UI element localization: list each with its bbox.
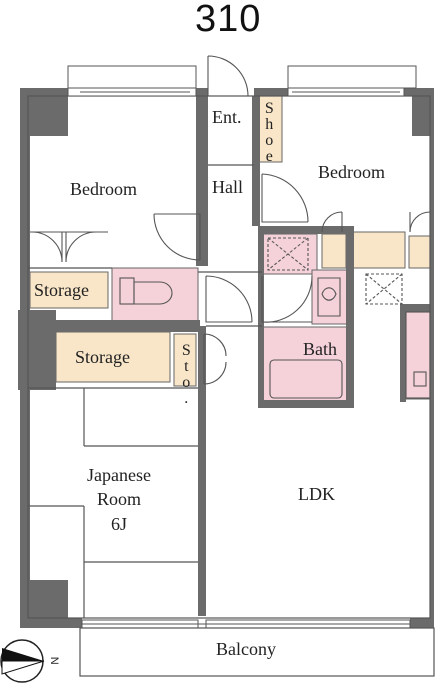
room-label-bedroom-left: Bedroom	[70, 179, 137, 199]
bathtub	[269, 359, 343, 399]
room-label-hall: Hall	[212, 177, 243, 197]
room-label-balcony: Balcony	[216, 639, 276, 659]
balcony-outline	[79, 627, 435, 677]
room-label-storage-upper: Storage	[34, 280, 89, 300]
room-label-bath: Bath	[303, 339, 337, 359]
doors	[30, 55, 431, 385]
room-label-ldk: LDK	[298, 484, 335, 504]
storage-areas	[29, 95, 434, 387]
compass-north-label: N	[47, 656, 60, 665]
washbasin	[317, 277, 341, 317]
unit-number: 310	[195, 0, 262, 40]
kitchen-counter	[405, 311, 431, 399]
north-arrow-icon	[0, 639, 45, 683]
fridge-space	[365, 273, 403, 305]
sink	[413, 371, 427, 387]
room-label-storage-lower: Storage	[75, 347, 130, 367]
washer-space	[267, 237, 309, 271]
room-label-bedroom-right: Bedroom	[318, 162, 385, 182]
toilet-bowl	[133, 281, 173, 305]
room-label-sto: Sto.	[177, 342, 195, 406]
room-label-ent: Ent.	[212, 107, 242, 127]
fixtures	[119, 237, 431, 399]
room-label-japanese-room: Room	[96, 489, 142, 509]
room-label-japanese: Japanese	[87, 465, 151, 485]
room-label-shoe: Shoe	[260, 100, 278, 164]
windows	[67, 65, 417, 629]
room-label-japanese-size: 6J	[110, 514, 128, 534]
